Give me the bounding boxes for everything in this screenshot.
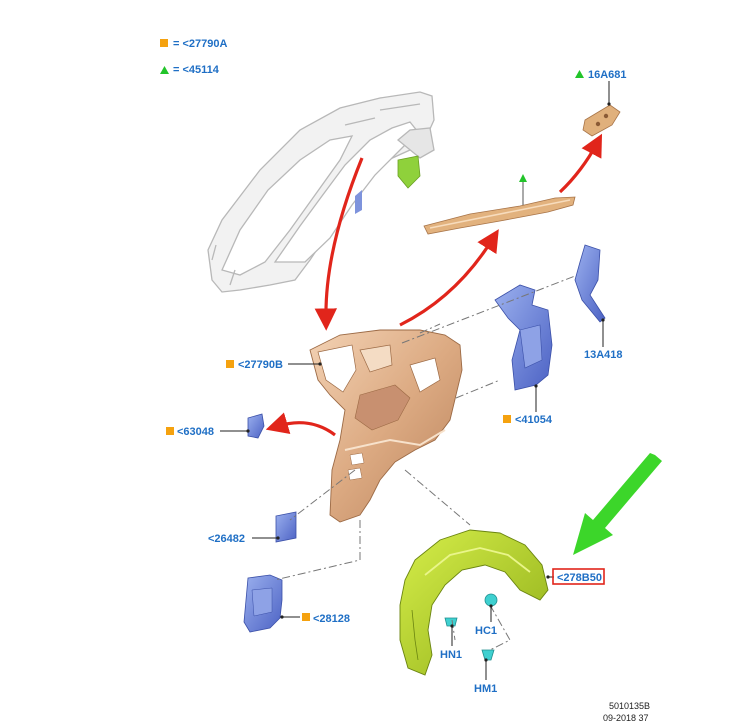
square-marker-27790B bbox=[226, 360, 234, 368]
bracket-detail bbox=[519, 324, 543, 369]
square-marker-63048 bbox=[166, 427, 174, 435]
clip-HM1 bbox=[481, 649, 495, 661]
green-bracket-on-frame bbox=[397, 155, 421, 189]
callout-278B50[interactable]: <278B50 bbox=[557, 572, 602, 584]
legend-triangle-marker bbox=[160, 66, 169, 74]
callout-63048[interactable]: <63048 bbox=[177, 426, 214, 438]
triangle-marker-16A681 bbox=[575, 70, 584, 78]
callout-HC1[interactable]: HC1 bbox=[475, 625, 497, 637]
callout-27790B[interactable]: <27790B bbox=[238, 359, 283, 371]
legend-square-text: = <27790A bbox=[173, 38, 227, 50]
bracket-part-13A418 bbox=[574, 244, 606, 323]
body-side-frame bbox=[207, 91, 435, 293]
highlight-arrow bbox=[573, 453, 662, 555]
callout-41054[interactable]: <41054 bbox=[515, 414, 553, 426]
legend: = <27790A = <45114 bbox=[160, 38, 227, 76]
callout-HN1[interactable]: HN1 bbox=[440, 649, 462, 661]
plate-hole bbox=[595, 121, 601, 127]
legend-square-marker bbox=[160, 39, 168, 47]
plate-part-16A681 bbox=[582, 104, 621, 137]
drawing-id: 5010135B bbox=[609, 701, 650, 711]
up-arrow-on-cross-member bbox=[519, 174, 527, 205]
clip-HC1 bbox=[484, 593, 498, 607]
cross-member-highlight bbox=[429, 199, 571, 229]
callout-HM1[interactable]: HM1 bbox=[474, 683, 497, 695]
quarter-inner-panel bbox=[309, 329, 463, 523]
plate-hole bbox=[603, 113, 609, 119]
callout-28128[interactable]: <28128 bbox=[313, 613, 350, 625]
bracket-detail bbox=[251, 587, 273, 617]
wheel-arch-liner-278B50 bbox=[399, 529, 549, 676]
red-arrows bbox=[265, 133, 603, 437]
legend-triangle-text: = <45114 bbox=[173, 64, 220, 76]
square-marker-28128 bbox=[302, 613, 310, 621]
installation-lines bbox=[274, 275, 576, 651]
callout-26482[interactable]: <26482 bbox=[208, 533, 245, 545]
clip-HN1 bbox=[444, 617, 458, 627]
date-code: 09-2018 37 bbox=[603, 713, 649, 723]
callout-13A418[interactable]: 13A418 bbox=[584, 349, 623, 361]
bracket-part-63048 bbox=[247, 413, 265, 439]
cross-member-part bbox=[423, 196, 576, 235]
square-marker-41054 bbox=[503, 415, 511, 423]
callout-16A681[interactable]: 16A681 bbox=[588, 69, 627, 81]
highlight-box bbox=[552, 568, 605, 585]
leader-lines bbox=[220, 81, 611, 680]
blue-bracket-on-frame bbox=[355, 190, 362, 214]
